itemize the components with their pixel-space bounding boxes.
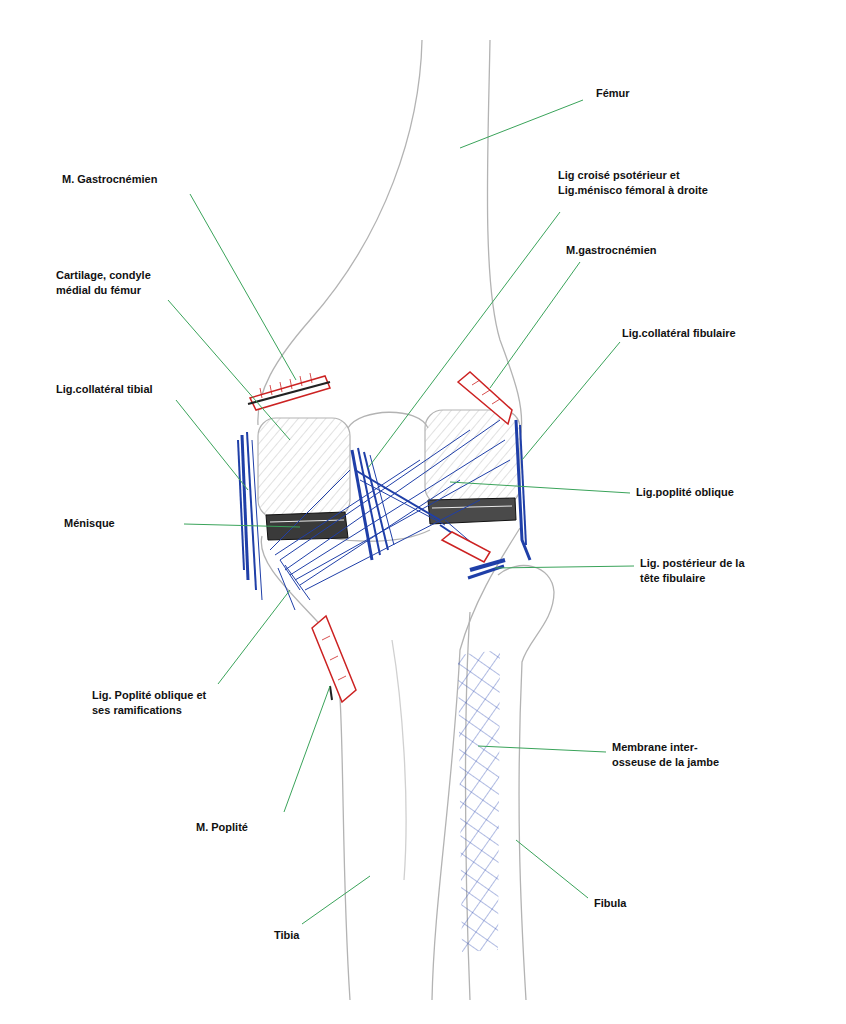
leader-lines bbox=[168, 100, 634, 924]
muscle-insertions bbox=[250, 372, 512, 702]
part-label: Ménisque bbox=[64, 516, 115, 531]
part-label: Lig croisé psotérieur et Lig.ménisco fém… bbox=[558, 168, 708, 198]
part-label: Lig.collatéral fibulaire bbox=[622, 326, 736, 341]
part-label: M.gastrocnémien bbox=[566, 243, 656, 258]
ligaments bbox=[238, 420, 530, 610]
part-label: Tibia bbox=[274, 928, 299, 943]
part-label: M. Gastrocnémien bbox=[62, 172, 157, 187]
bone-outlines bbox=[258, 40, 554, 1000]
part-label: Membrane inter- osseuse de la jambe bbox=[612, 740, 724, 770]
part-label: Fémur bbox=[596, 86, 630, 101]
popliteus-tendon bbox=[330, 686, 332, 700]
part-label: Cartilage, condyle médial du fémur bbox=[56, 268, 181, 298]
part-label: Lig. postérieur de la tête fibulaire bbox=[640, 556, 765, 586]
medial-condyle bbox=[258, 418, 350, 518]
part-label: Lig. Poplité oblique et ses ramification… bbox=[92, 688, 227, 718]
part-label: Lig.collatéral tibial bbox=[56, 382, 153, 397]
part-label: Lig.poplité oblique bbox=[636, 485, 734, 500]
gastrocnemius-tendon bbox=[248, 382, 330, 404]
lateral-condyle bbox=[425, 410, 520, 505]
part-label: Fibula bbox=[594, 896, 626, 911]
interosseous-membrane bbox=[458, 650, 500, 952]
part-label: M. Poplité bbox=[196, 820, 248, 835]
